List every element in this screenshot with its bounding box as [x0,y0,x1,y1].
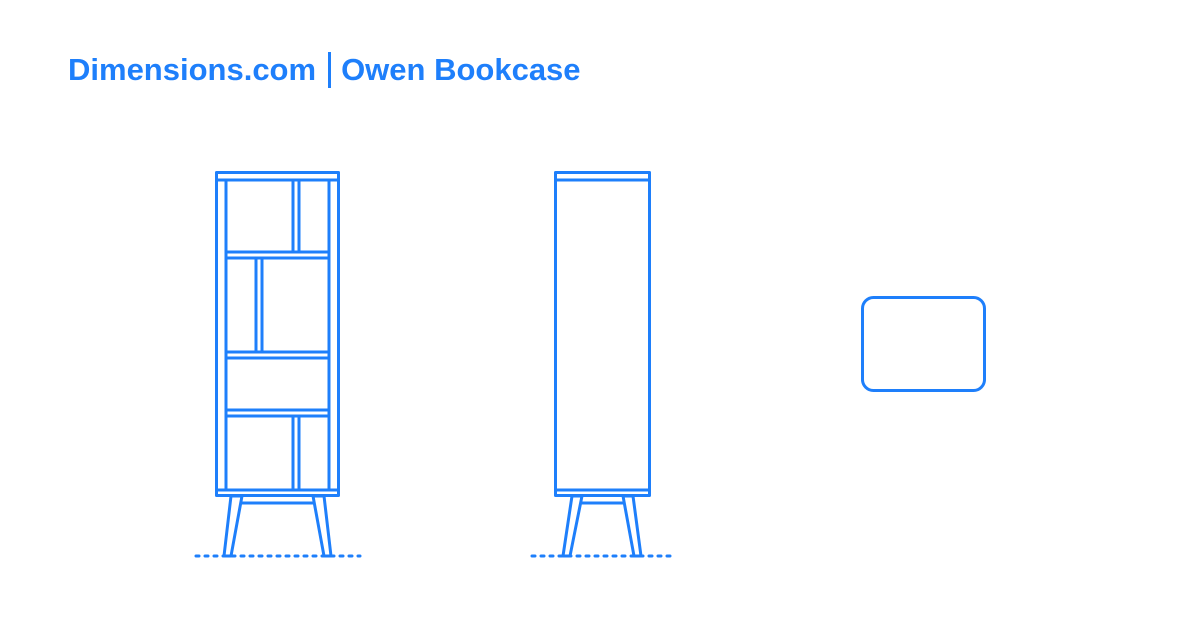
front-elevation [194,171,362,558]
page-title: Dimensions.com Owen Bookcase [68,50,581,90]
plan-view [861,296,986,392]
side-elevation [530,171,675,558]
site-name: Dimensions.com [68,52,317,87]
title-separator [328,52,332,88]
product-name: Owen Bookcase [341,52,581,87]
